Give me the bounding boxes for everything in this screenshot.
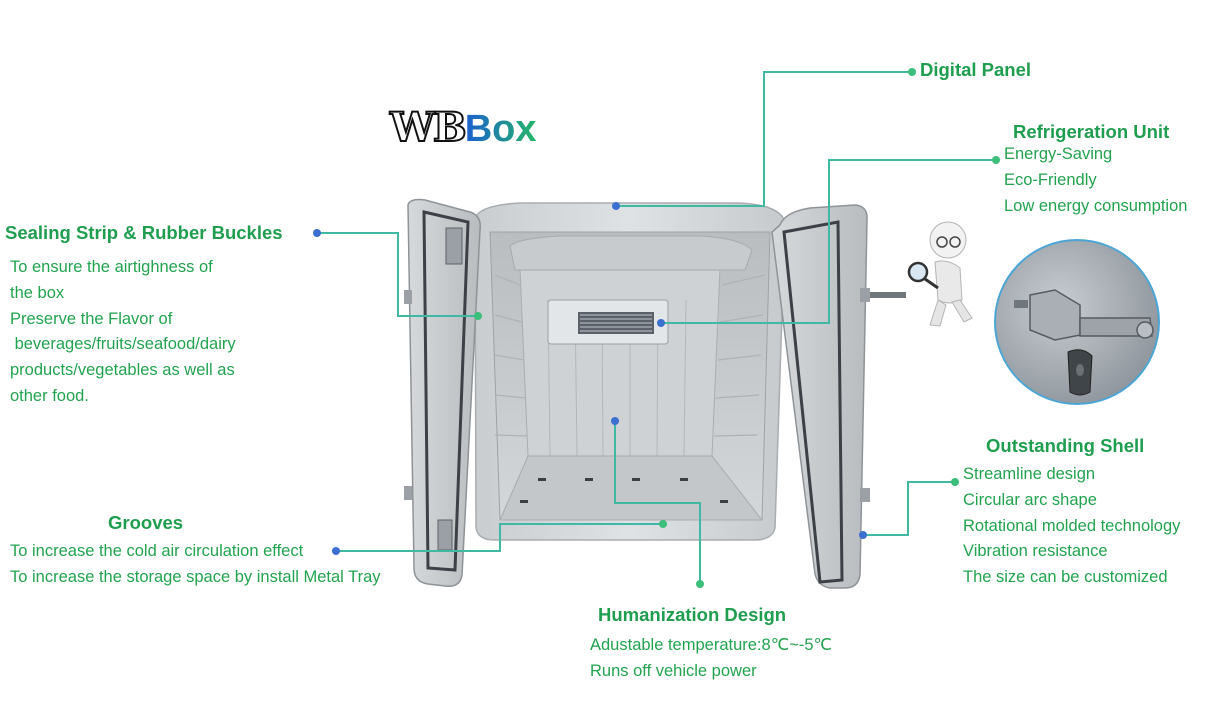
desc-line: Vibration resistance — [963, 542, 1108, 561]
desc-line: Streamline design — [963, 465, 1096, 483]
digital-panel-title: Digital Panel — [920, 59, 1032, 80]
desc-line: The size can be customized — [963, 568, 1168, 587]
desc-line: Adustable temperature:8℃~-5℃ — [590, 636, 833, 654]
left-door — [404, 198, 482, 588]
grooves-desc: To increase the cold air circulation eff… — [10, 539, 381, 591]
desc-line: Preserve the Flavor of — [10, 309, 173, 328]
desc-line: Rotational molded technology — [963, 516, 1181, 535]
desc-line: other food. — [10, 386, 89, 405]
desc-line: Energy-Saving — [1004, 145, 1113, 163]
desc-line: Low energy consumption — [1004, 196, 1188, 215]
outstanding-shell-title: Outstanding Shell — [986, 435, 1145, 456]
refrigeration-unit-desc: Energy-Saving Eco-Friendly Low energy co… — [1004, 142, 1187, 219]
cooler-box — [474, 202, 786, 541]
desc-line: To increase the cold air circulation eff… — [10, 542, 304, 560]
sealing-strip-desc: To ensure the airtighness of the box Pre… — [10, 255, 236, 410]
desc-line: Runs off vehicle power — [590, 661, 757, 680]
logo-wb-text: WB — [389, 103, 468, 152]
desc-line: To increase the storage space by install… — [10, 567, 381, 586]
logo-box-text: Box — [464, 108, 537, 150]
desc-line: products/vegetables as well as — [10, 361, 235, 380]
right-door — [771, 204, 906, 589]
leader-lines — [317, 71, 996, 584]
desc-line: To ensure the airtighness of — [10, 258, 213, 276]
outstanding-shell-desc: Streamline design Circular arc shape Rot… — [963, 462, 1180, 591]
hinge-zoom-circle — [994, 239, 1160, 405]
magnifier-figure-icon — [907, 221, 973, 327]
grooves-title: Grooves — [108, 512, 184, 533]
sealing-strip-title: Sealing Strip & Rubber Buckles — [5, 222, 283, 243]
wb-box-logo: WBBox — [389, 103, 537, 152]
desc-line: Circular arc shape — [963, 490, 1097, 509]
refrigeration-unit-title: Refrigeration Unit — [1013, 121, 1170, 142]
leader-dots — [313, 68, 1000, 588]
desc-line: Eco-Friendly — [1004, 170, 1097, 189]
humanization-design-desc: Adustable temperature:8℃~-5℃ Runs off ve… — [590, 633, 832, 685]
desc-line: beverages/fruits/seafood/dairy — [10, 335, 236, 354]
desc-line: the box — [10, 283, 65, 302]
humanization-design-title: Humanization Design — [598, 604, 787, 625]
